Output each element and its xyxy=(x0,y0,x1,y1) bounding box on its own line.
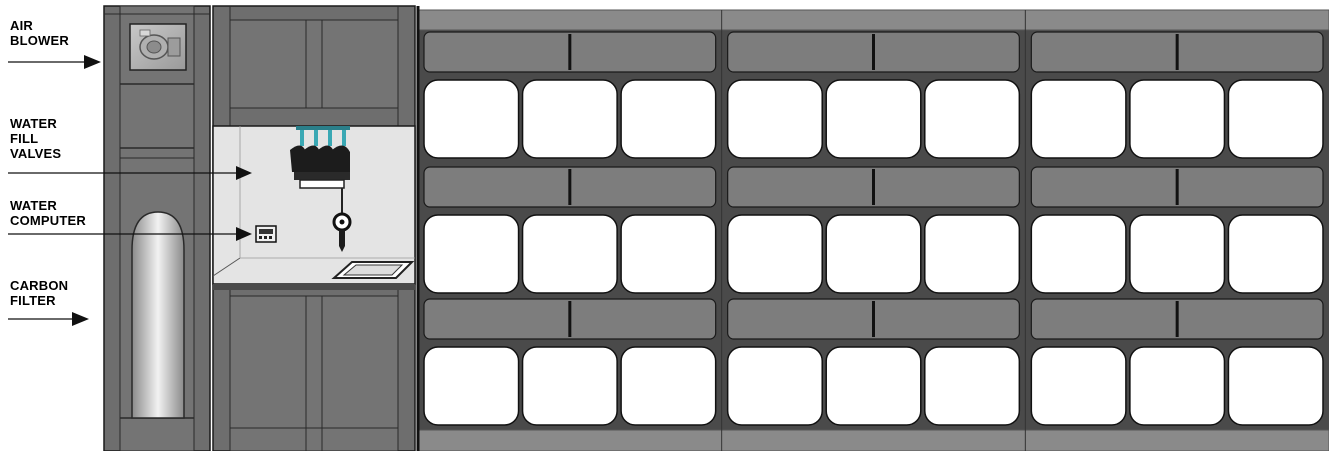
water-computer-icon xyxy=(256,226,276,242)
container-bin xyxy=(925,215,1020,293)
container-bin xyxy=(621,80,716,158)
container-bin xyxy=(1228,215,1323,293)
carbon-filter-arrow-icon xyxy=(72,312,89,326)
air-blower-icon xyxy=(130,24,186,70)
container-bin xyxy=(424,215,519,293)
container-bin xyxy=(1031,80,1126,158)
air-blower-arrow-icon xyxy=(84,55,101,69)
container-bin xyxy=(728,347,823,425)
storage-rack xyxy=(418,6,1329,451)
rack-bottom-rail xyxy=(418,430,1329,451)
container-bin xyxy=(826,215,921,293)
container-bin xyxy=(1031,215,1126,293)
container-bin xyxy=(1130,215,1225,293)
container-bin xyxy=(1130,80,1225,158)
container-bin xyxy=(424,347,519,425)
container-bin xyxy=(925,80,1020,158)
carbon-filter-icon xyxy=(132,212,184,418)
container-bin xyxy=(523,215,618,293)
container-bin xyxy=(523,80,618,158)
container-bin xyxy=(1228,80,1323,158)
container-bin xyxy=(424,80,519,158)
container-bin xyxy=(728,80,823,158)
container-bin xyxy=(1031,347,1126,425)
container-bin xyxy=(826,80,921,158)
rack-top-rail xyxy=(418,10,1329,30)
container-bin xyxy=(728,215,823,293)
container-bin xyxy=(826,347,921,425)
container-bin xyxy=(925,347,1020,425)
container-bin xyxy=(523,347,618,425)
container-bin xyxy=(621,215,716,293)
container-bin xyxy=(621,347,716,425)
container-bin xyxy=(1228,347,1323,425)
container-bin xyxy=(1130,347,1225,425)
